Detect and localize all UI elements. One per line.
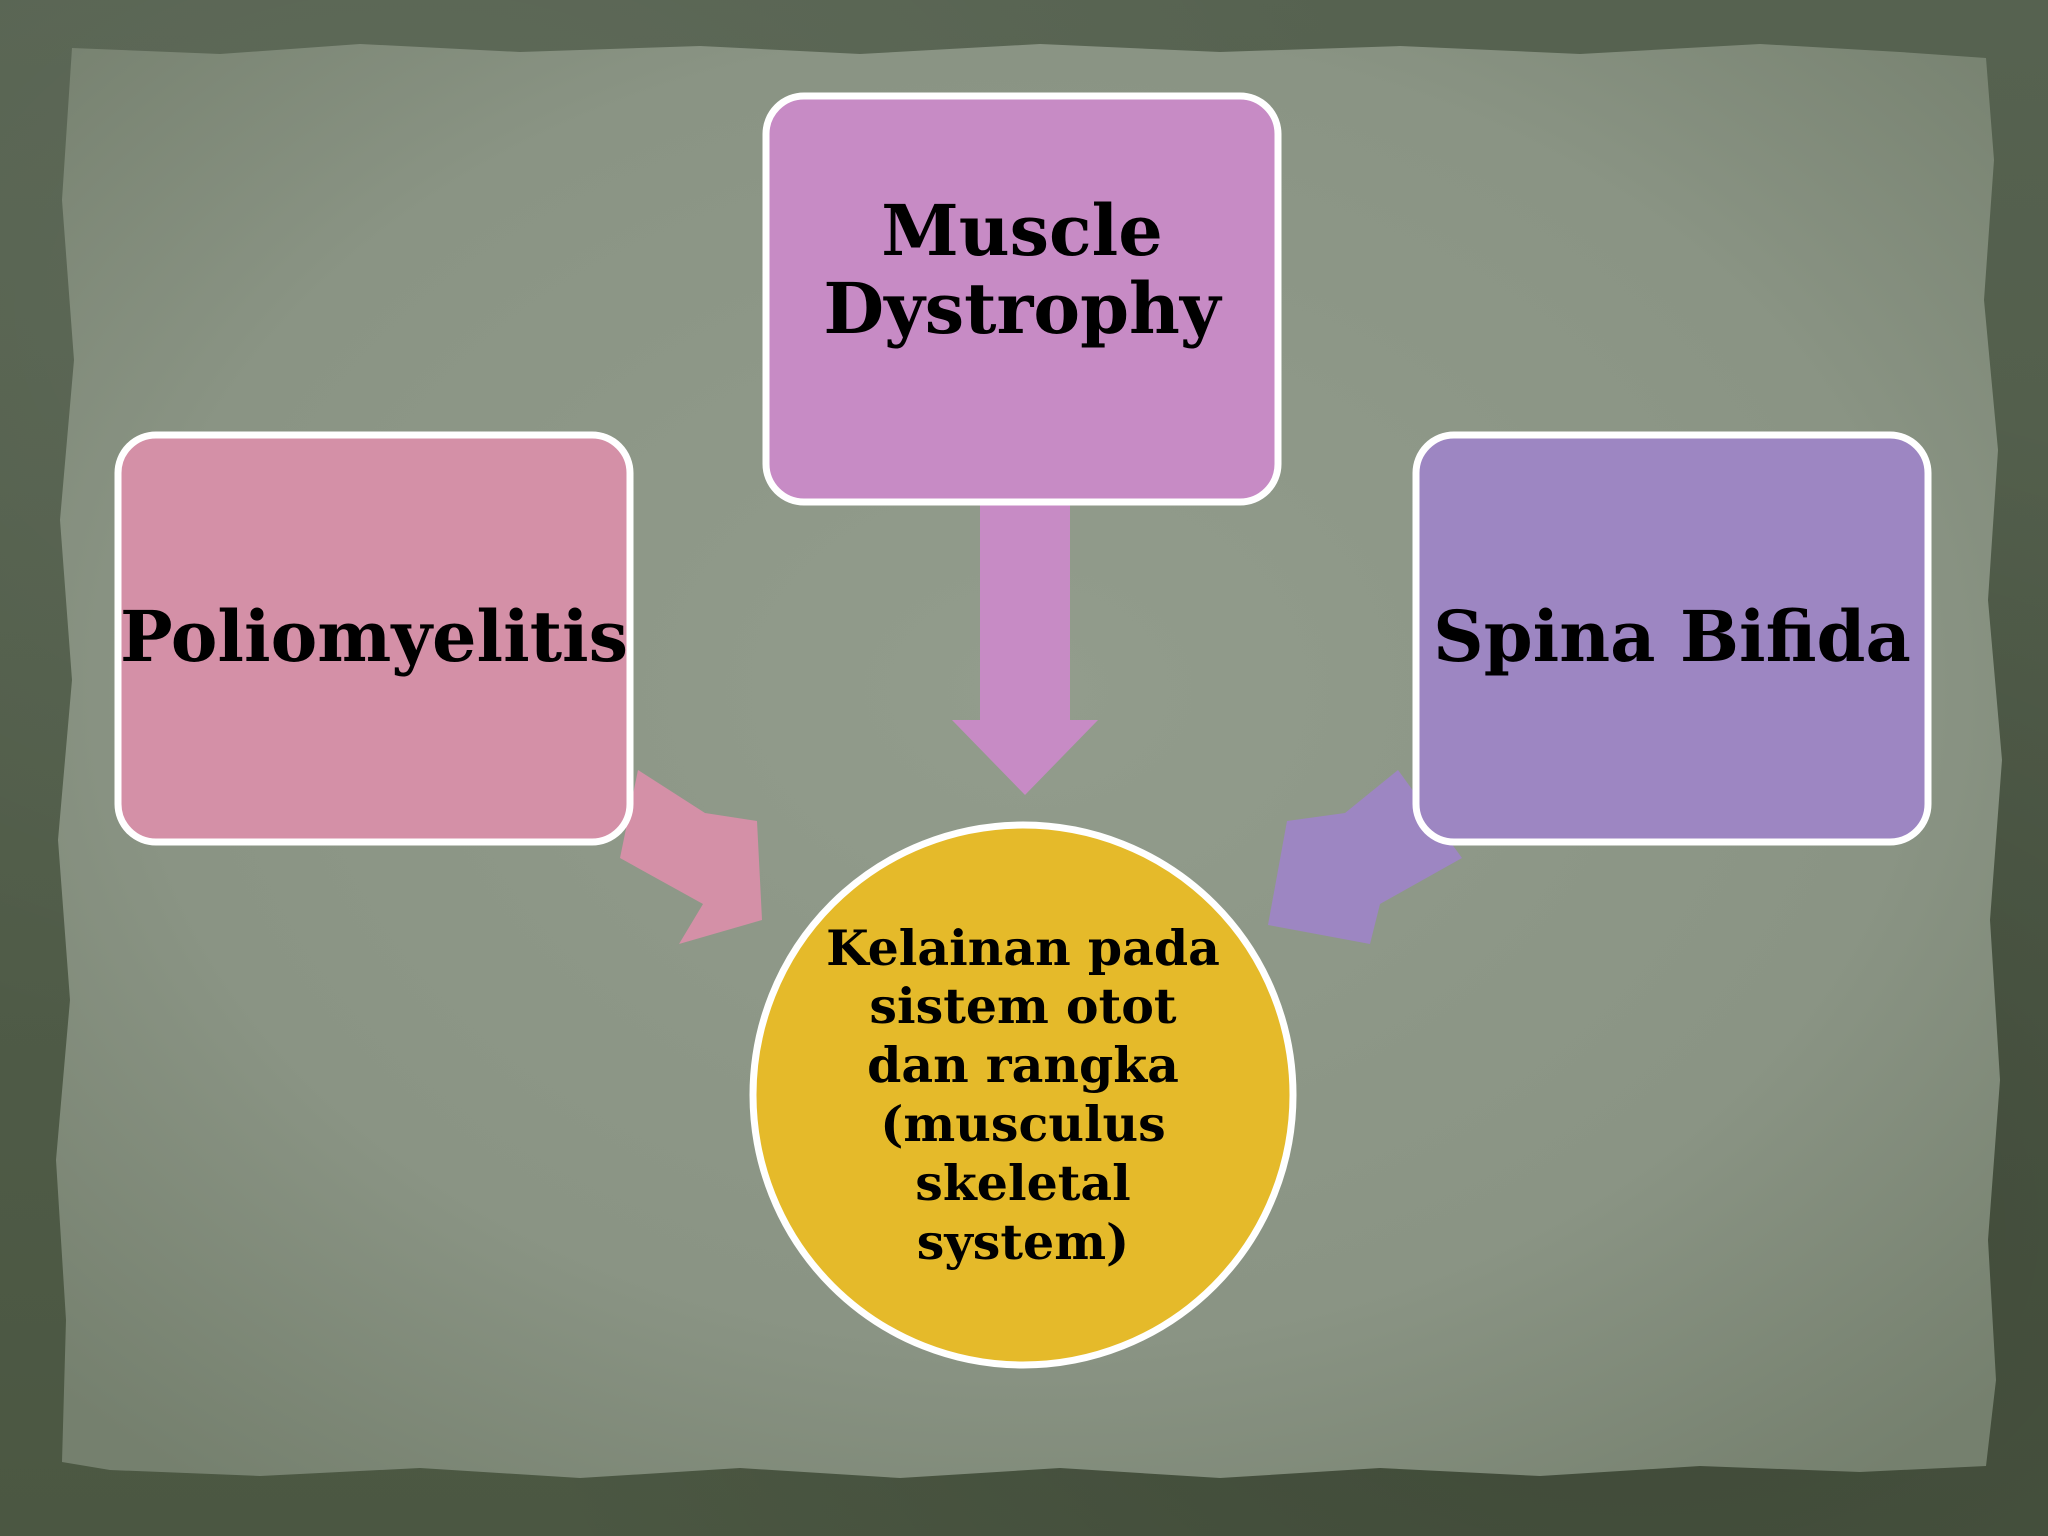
arrows <box>620 505 1462 944</box>
node-poliomyelitis-label: Poliomyelitis <box>119 595 629 679</box>
node-muscle-dystrophy-box <box>762 92 1282 506</box>
center-node-circle <box>749 821 1297 1369</box>
node-muscle-dystrophy-label: Muscle Dystrophy <box>823 188 1221 350</box>
arrow-muscle-dystrophy-to-center <box>952 505 1098 795</box>
arrow-spina-bifida-to-center <box>1268 770 1462 944</box>
node-spina-bifida-label: Spina Bifida <box>1433 595 1911 679</box>
node-poliomyelitis-box <box>114 431 634 846</box>
arrow-poliomyelitis-to-center <box>620 770 762 944</box>
node-spina-bifida-box <box>1412 431 1932 846</box>
center-node-label: Kelainan pada sistem otot dan rangka (mu… <box>826 918 1220 1271</box>
